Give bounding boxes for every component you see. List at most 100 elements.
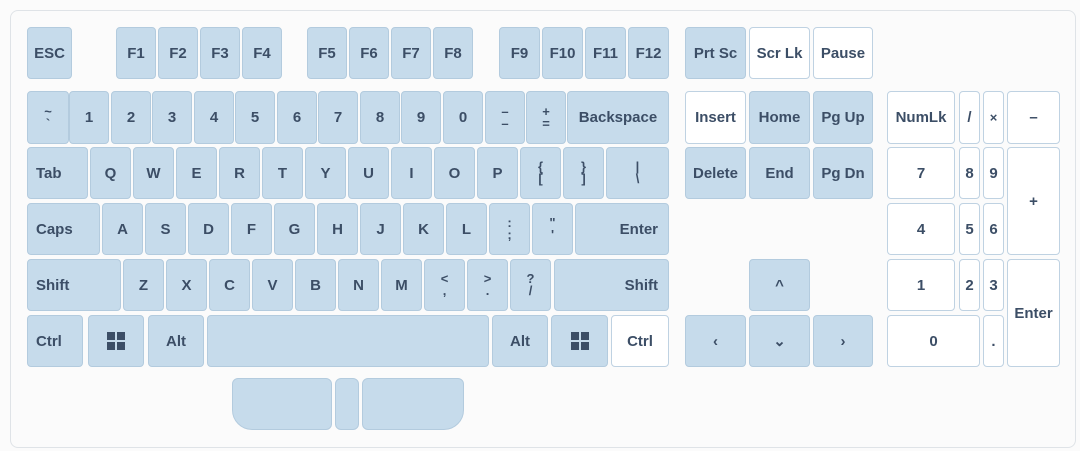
key-comma[interactable]: <, xyxy=(424,259,465,311)
key-left-shift[interactable]: Shift xyxy=(27,259,121,311)
key-9[interactable]: 9 xyxy=(401,91,441,144)
key-f11[interactable]: F11 xyxy=(585,27,626,79)
key-numpad-add[interactable]: + xyxy=(1007,147,1060,255)
key-5[interactable]: 5 xyxy=(235,91,275,144)
key-7[interactable]: 7 xyxy=(318,91,358,144)
key-s[interactable]: S xyxy=(145,203,186,255)
key-z[interactable]: Z xyxy=(123,259,164,311)
key-arrow-left[interactable]: ‹ xyxy=(685,315,746,367)
key-f9[interactable]: F9 xyxy=(499,27,540,79)
key-f8[interactable]: F8 xyxy=(433,27,473,79)
key-2[interactable]: 2 xyxy=(111,91,151,144)
key-q[interactable]: Q xyxy=(90,147,131,199)
key-pause[interactable]: Pause xyxy=(813,27,873,79)
key-left-bracket[interactable]: {[ xyxy=(520,147,561,199)
key-n[interactable]: N xyxy=(338,259,379,311)
touchpad-left-button[interactable] xyxy=(232,378,332,430)
key-e[interactable]: E xyxy=(176,147,217,199)
key-a[interactable]: A xyxy=(102,203,143,255)
key-tilde[interactable]: ~` xyxy=(27,91,69,144)
key-arrow-up[interactable]: ^ xyxy=(749,259,810,311)
key-u[interactable]: U xyxy=(348,147,389,199)
key-numpad-divide[interactable]: / xyxy=(959,91,980,144)
key-numlock[interactable]: NumLk xyxy=(887,91,955,144)
key-semicolon[interactable]: :; xyxy=(489,203,530,255)
key-4[interactable]: 4 xyxy=(194,91,234,144)
key-d[interactable]: D xyxy=(188,203,229,255)
key-numpad-8[interactable]: 8 xyxy=(959,147,980,199)
key-v[interactable]: V xyxy=(252,259,293,311)
key-numpad-decimal[interactable]: . xyxy=(983,315,1004,367)
key-period[interactable]: >. xyxy=(467,259,508,311)
key-k[interactable]: K xyxy=(403,203,444,255)
key-tab[interactable]: Tab xyxy=(27,147,88,199)
key-home[interactable]: Home xyxy=(749,91,810,144)
key-backslash[interactable]: |\ xyxy=(606,147,669,199)
key-numpad-4[interactable]: 4 xyxy=(887,203,955,255)
key-page-down[interactable]: Pg Dn xyxy=(813,147,873,199)
key-numpad-subtract[interactable]: – xyxy=(1007,91,1060,144)
key-numpad-0[interactable]: 0 xyxy=(887,315,980,367)
key-numpad-1[interactable]: 1 xyxy=(887,259,955,311)
key-y[interactable]: Y xyxy=(305,147,346,199)
key-right-bracket[interactable]: }] xyxy=(563,147,604,199)
key-esc[interactable]: ESC xyxy=(27,27,72,79)
key-enter[interactable]: Enter xyxy=(575,203,669,255)
key-print-screen[interactable]: Prt Sc xyxy=(685,27,746,79)
key-numpad-enter[interactable]: Enter xyxy=(1007,259,1060,367)
key-8[interactable]: 8 xyxy=(360,91,400,144)
key-numpad-3[interactable]: 3 xyxy=(983,259,1004,311)
key-space[interactable] xyxy=(207,315,489,367)
key-caps-lock[interactable]: Caps xyxy=(27,203,100,255)
key-m[interactable]: M xyxy=(381,259,422,311)
key-right-ctrl[interactable]: Ctrl xyxy=(611,315,669,367)
key-b[interactable]: B xyxy=(295,259,336,311)
key-t[interactable]: T xyxy=(262,147,303,199)
key-l[interactable]: L xyxy=(446,203,487,255)
key-f3[interactable]: F3 xyxy=(200,27,240,79)
key-page-up[interactable]: Pg Up xyxy=(813,91,873,144)
key-r[interactable]: R xyxy=(219,147,260,199)
key-o[interactable]: O xyxy=(434,147,475,199)
key-0[interactable]: 0 xyxy=(443,91,483,144)
key-f7[interactable]: F7 xyxy=(391,27,431,79)
key-left-ctrl[interactable]: Ctrl xyxy=(27,315,83,367)
key-arrow-right[interactable]: › xyxy=(813,315,873,367)
key-scroll-lock[interactable]: Scr Lk xyxy=(749,27,810,79)
key-w[interactable]: W xyxy=(133,147,174,199)
key-quote[interactable]: "' xyxy=(532,203,573,255)
key-left-windows[interactable] xyxy=(88,315,144,367)
key-equals[interactable]: += xyxy=(526,91,566,144)
key-1[interactable]: 1 xyxy=(69,91,109,144)
key-f5[interactable]: F5 xyxy=(307,27,347,79)
key-f1[interactable]: F1 xyxy=(116,27,156,79)
key-numpad-9[interactable]: 9 xyxy=(983,147,1004,199)
key-f10[interactable]: F10 xyxy=(542,27,583,79)
key-numpad-7[interactable]: 7 xyxy=(887,147,955,199)
key-numpad-2[interactable]: 2 xyxy=(959,259,980,311)
key-left-alt[interactable]: Alt xyxy=(148,315,204,367)
key-right-windows[interactable] xyxy=(551,315,608,367)
key-insert[interactable]: Insert xyxy=(685,91,746,144)
key-end[interactable]: End xyxy=(749,147,810,199)
key-f2[interactable]: F2 xyxy=(158,27,198,79)
key-f12[interactable]: F12 xyxy=(628,27,669,79)
key-3[interactable]: 3 xyxy=(152,91,192,144)
key-f6[interactable]: F6 xyxy=(349,27,389,79)
key-c[interactable]: C xyxy=(209,259,250,311)
key-f[interactable]: F xyxy=(231,203,272,255)
touchpad-right-button[interactable] xyxy=(362,378,464,430)
key-numpad-5[interactable]: 5 xyxy=(959,203,980,255)
touchpad-middle-button[interactable] xyxy=(335,378,359,430)
key-h[interactable]: H xyxy=(317,203,358,255)
key-backspace[interactable]: Backspace xyxy=(567,91,669,144)
key-numpad-6[interactable]: 6 xyxy=(983,203,1004,255)
key-6[interactable]: 6 xyxy=(277,91,317,144)
key-i[interactable]: I xyxy=(391,147,432,199)
key-right-shift[interactable]: Shift xyxy=(554,259,669,311)
key-minus[interactable]: –– xyxy=(485,91,525,144)
key-g[interactable]: G xyxy=(274,203,315,255)
key-f4[interactable]: F4 xyxy=(242,27,282,79)
key-delete[interactable]: Delete xyxy=(685,147,746,199)
key-right-alt[interactable]: Alt xyxy=(492,315,548,367)
